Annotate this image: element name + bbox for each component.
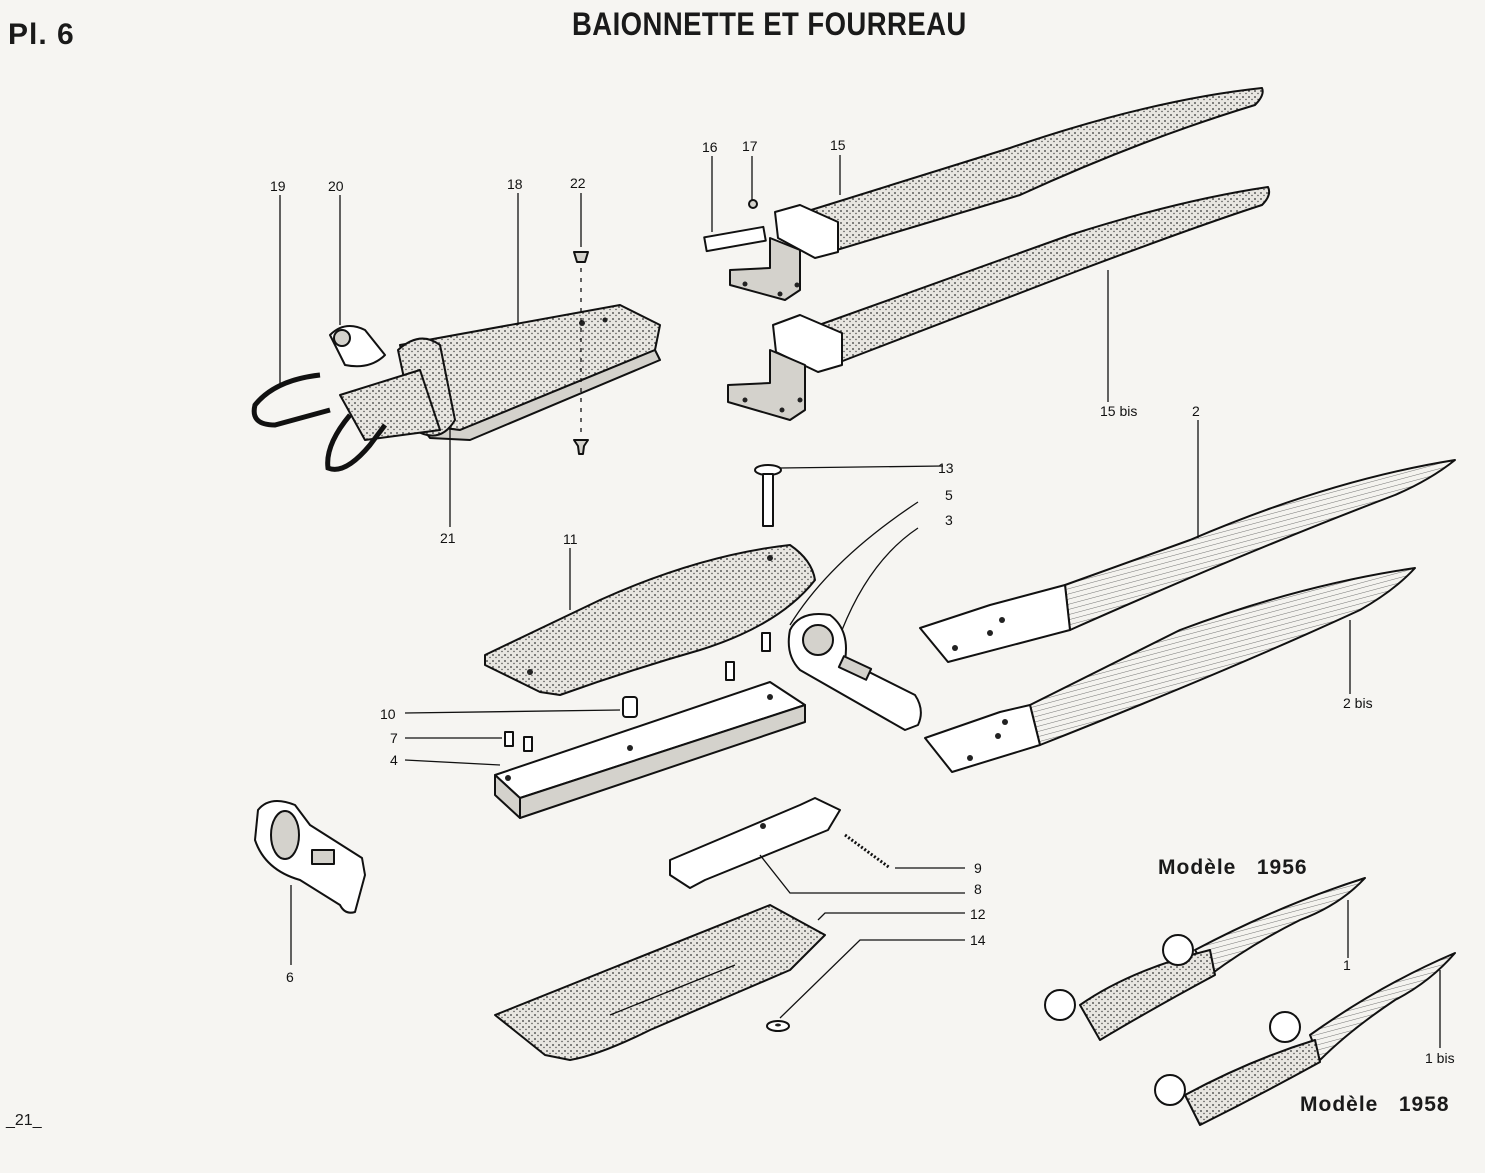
blade-2 [919, 459, 1456, 663]
callout-8: 8 [974, 881, 982, 897]
model-1958-year: 1958 [1398, 1093, 1450, 1116]
washer-14 [766, 1020, 790, 1032]
blade-2bis [924, 567, 1416, 773]
model-1958-word: Modèle [1300, 1093, 1379, 1116]
scabbard-mount-15bis [727, 349, 806, 421]
callout-2bis: 2 bis [1343, 695, 1373, 711]
model-1956-label: Modèle 1956 [1158, 856, 1308, 880]
callout-1bis: 1 bis [1425, 1050, 1455, 1066]
bayonet-1956 [1044, 877, 1366, 1041]
callout-21: 21 [440, 530, 456, 546]
callout-5: 5 [945, 487, 953, 503]
callout-4: 4 [390, 752, 398, 768]
callout-15: 15 [830, 137, 846, 153]
callout-15bis: 15 bis [1100, 403, 1137, 419]
callout-22: 22 [570, 175, 586, 191]
scabbard-15bis [727, 186, 1271, 421]
callout-10: 10 [380, 706, 396, 722]
tang-plate-4 [494, 681, 806, 819]
plate-title: BAIONNETTE ET FOURREAU [572, 6, 967, 42]
callout-2: 2 [1192, 403, 1200, 419]
grip-11-body [484, 544, 816, 696]
callout-labels: 19 20 18 22 16 17 15 15 bis 2 13 5 3 21 … [270, 137, 1455, 1066]
rivet-lower [573, 439, 589, 455]
screw-17 [748, 199, 758, 209]
callout-12: 12 [970, 906, 986, 922]
latch-8 [669, 797, 891, 889]
crossguard-6 [254, 800, 366, 914]
rivets [504, 632, 771, 752]
scabbard-15 [703, 87, 1264, 301]
callout-7: 7 [390, 730, 398, 746]
callout-1: 1 [1343, 957, 1351, 973]
rivet-22 [573, 251, 589, 263]
d-ring-swivel [325, 413, 387, 472]
grip-12 [494, 904, 826, 1061]
pin-16 [703, 225, 767, 253]
model-1958-label: Modèle 1958 [1300, 1093, 1450, 1117]
callout-6: 6 [286, 969, 294, 985]
grip-11 [484, 544, 816, 696]
blade-2-tang [919, 584, 1071, 663]
leader-lines [279, 155, 1441, 1048]
callout-3: 3 [945, 512, 953, 528]
callout-16: 16 [702, 139, 718, 155]
blade-2bis-tang [924, 704, 1041, 773]
scabbard-body-15bis [804, 186, 1271, 363]
crossguard-3 [787, 613, 922, 731]
screw-13 [754, 464, 782, 527]
callout-19: 19 [270, 178, 286, 194]
d-ring-19 [251, 372, 331, 428]
callout-13: 13 [938, 460, 954, 476]
blade-2-body [1064, 459, 1456, 631]
plate-number: Pl. 6 [8, 18, 75, 51]
stud-20 [333, 329, 351, 347]
callout-11: 11 [563, 531, 578, 547]
frog-assembly [251, 251, 661, 472]
scabbard-throat-15 [774, 204, 839, 259]
scabbard-mount-15 [729, 237, 801, 301]
model-1956-year: 1956 [1256, 856, 1308, 879]
scabbard-body-15 [794, 87, 1264, 253]
callout-17: 17 [742, 138, 758, 154]
callout-14: 14 [970, 932, 986, 948]
bayonet-1958 [1154, 952, 1456, 1126]
callout-9: 9 [974, 860, 982, 876]
frog-tab [339, 369, 441, 441]
callout-20: 20 [328, 178, 344, 194]
blade-2bis-body [1029, 567, 1416, 746]
callout-18: 18 [507, 176, 523, 192]
page-number: _21_ [6, 1112, 42, 1129]
model-1956-word: Modèle [1158, 856, 1237, 879]
